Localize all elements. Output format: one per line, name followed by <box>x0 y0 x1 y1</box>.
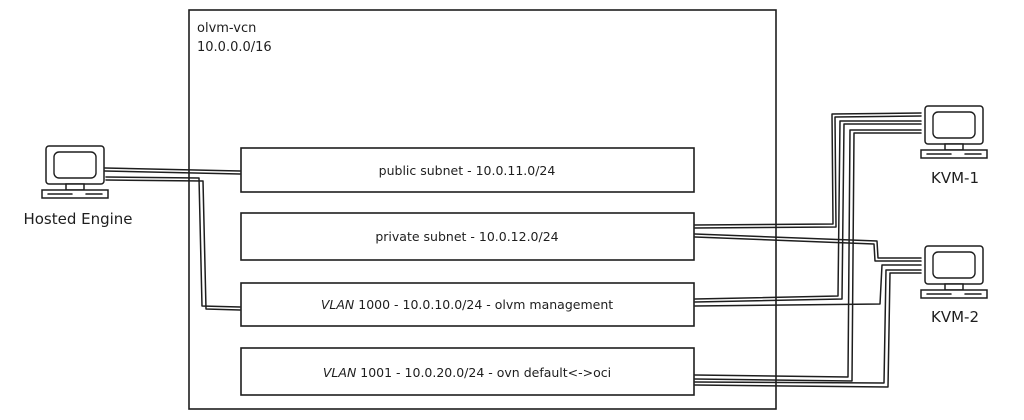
wire-vlan1001-kvm1 <box>694 129 922 378</box>
wire-private-kvm2 <box>694 233 922 259</box>
vcn-name: olvm-vcn <box>197 21 256 36</box>
computer-icon <box>920 245 988 299</box>
wire-engine-vlan1000-2 <box>105 179 241 311</box>
subnet-private: private subnet - 10.0.12.0/24 <box>240 212 695 261</box>
computer-icon <box>41 145 109 199</box>
wire-engine-vlan1000 <box>105 176 241 308</box>
wire-vlan1001-kvm2 <box>694 269 922 384</box>
wire-vlan1000-kvm1 <box>694 120 922 300</box>
wire-private-kvm1 <box>694 112 922 226</box>
vcn-container: olvm-vcn 10.0.0.0/16 <box>188 9 777 410</box>
subnet-label: public subnet - 10.0.11.0/24 <box>379 163 556 178</box>
subnet-label: private subnet - 10.0.12.0/24 <box>375 229 558 244</box>
kvm1-node: KVM-1 <box>920 105 988 187</box>
subnet-label: VLAN 1001 - 10.0.20.0/24 - ovn default<-… <box>323 365 611 380</box>
computer-icon <box>920 105 988 159</box>
vcn-cidr: 10.0.0.0/16 <box>197 40 272 55</box>
wire-vlan1000-kvm1-2 <box>694 123 922 303</box>
wire-vlan1000-kvm2 <box>694 264 922 307</box>
wire-engine-public-2 <box>104 170 241 175</box>
kvm2-node: KVM-2 <box>920 245 988 326</box>
wire-vlan1001-kvm2-2 <box>694 272 922 388</box>
host-label: Hosted Engine <box>23 210 132 228</box>
subnet-public: public subnet - 10.0.11.0/24 <box>240 147 695 193</box>
wire-engine-public <box>104 167 241 172</box>
wire-vlan1001-kvm1-2 <box>694 132 922 382</box>
host-label: KVM-1 <box>931 169 979 187</box>
connections <box>104 112 922 388</box>
subnet-vlan-1000: VLAN 1000 - 10.0.10.0/24 - olvm manageme… <box>240 282 695 327</box>
subnet-label: VLAN 1000 - 10.0.10.0/24 - olvm manageme… <box>321 297 613 312</box>
wire-private-kvm1-2 <box>694 115 922 229</box>
host-label: KVM-2 <box>931 308 979 326</box>
subnet-vlan-1001: VLAN 1001 - 10.0.20.0/24 - ovn default<-… <box>240 347 695 396</box>
hosted-engine-node: Hosted Engine <box>23 145 133 228</box>
wire-private-kvm2-2 <box>694 236 922 262</box>
